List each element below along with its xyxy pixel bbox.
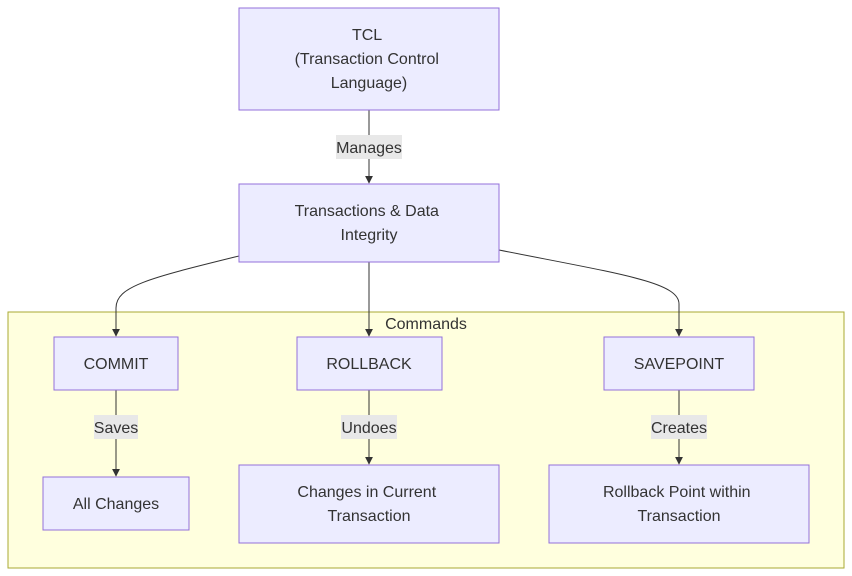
node-commit: COMMIT [53,336,179,391]
edge-label-text: Undoes [341,420,396,437]
edge-label-creates: Creates [651,415,707,439]
node-transactions-line-1: Transactions & Data [295,203,439,220]
edge-label-text: Saves [94,420,138,437]
node-savepoint: SAVEPOINT [603,336,755,391]
node-rollback-point-line-1: Rollback Point within [603,484,751,501]
node-commit-label: COMMIT [84,356,149,373]
edge-transactions-to-commit [112,255,240,337]
cluster-title: Commands [385,316,467,333]
edge-label-text: Creates [651,420,707,437]
node-all-changes-label: All Changes [73,496,159,513]
node-changes-current-line-2: Transaction [328,508,411,525]
node-changes-current-line-1: Changes in Current [297,484,436,501]
node-changes-in-current-transaction: Changes in Current Transaction [238,464,500,544]
node-all-changes: All Changes [42,476,190,531]
node-tcl-line-2: (Transaction Control [295,51,439,68]
node-rollback-point-within-transaction: Rollback Point within Transaction [548,464,810,544]
svg-text:Transactions & Data Inte: Transactions & Data Integrity [295,203,444,244]
svg-text:TCL (Transaction Control: TCL (Transaction Control Language) [295,27,444,92]
node-rollback: ROLLBACK [296,336,443,391]
svg-text:Changes in Current Trans: Changes in Current Transaction [297,484,440,525]
node-transactions-data-integrity: Transactions & Data Integrity [238,183,500,263]
node-tcl-line-3: Language) [331,75,408,92]
node-rollback-point-line-2: Transaction [638,508,721,525]
node-tcl: TCL (Transaction Control Language) [238,7,500,111]
svg-text:Rollback Point within Tr: Rollback Point within Transaction [603,484,755,525]
edge-label-text: Manages [336,140,402,157]
node-tcl-line-1: TCL [352,27,382,44]
node-rollback-label: ROLLBACK [326,356,412,373]
node-savepoint-label: SAVEPOINT [634,356,725,373]
edge-transactions-to-savepoint [498,249,683,337]
node-transactions-line-2: Integrity [341,227,398,244]
edge-label-manages: Manages [336,135,402,159]
edge-label-saves: Saves [94,415,138,439]
edge-label-undoes: Undoes [341,415,397,439]
